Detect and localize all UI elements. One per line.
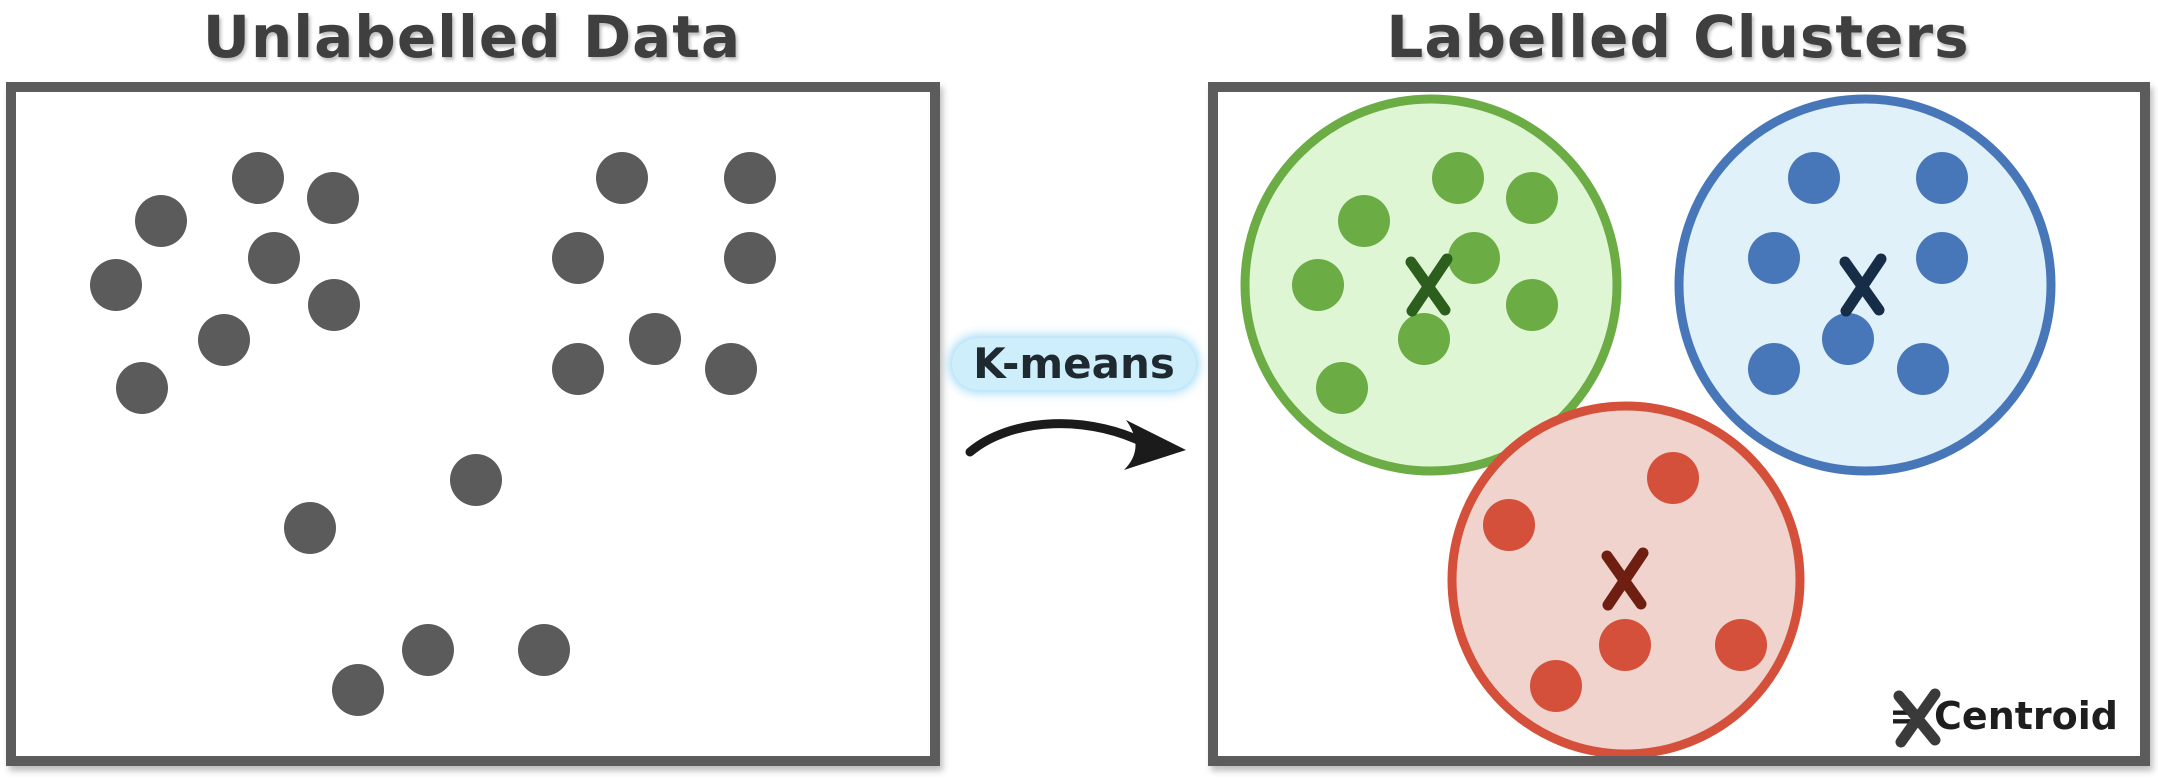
kmeans-arrow-group: K-means bbox=[940, 320, 1208, 480]
data-point-11 bbox=[552, 232, 604, 284]
cluster-red-point-2 bbox=[1483, 499, 1535, 551]
cluster-green-point-6 bbox=[1506, 279, 1558, 331]
cluster-green-point-5 bbox=[1292, 259, 1344, 311]
data-point-14 bbox=[552, 343, 604, 395]
cluster-green-point-1 bbox=[1432, 152, 1484, 204]
cluster-red-point-1 bbox=[1647, 452, 1699, 504]
data-point-17 bbox=[284, 502, 336, 554]
centroid-legend: = Centroid bbox=[1889, 686, 2118, 748]
labelled-clusters-panel: = Centroid bbox=[1208, 82, 2150, 766]
data-point-18 bbox=[402, 624, 454, 676]
centroid-x-icon bbox=[1893, 688, 1941, 748]
cluster-green-point-8 bbox=[1316, 362, 1368, 414]
cluster-red-point-3 bbox=[1599, 619, 1651, 671]
data-point-15 bbox=[705, 343, 757, 395]
cluster-blue-point-6 bbox=[1748, 343, 1800, 395]
cluster-green-centroid-icon bbox=[1405, 253, 1453, 317]
cluster-blue-point-2 bbox=[1916, 152, 1968, 204]
data-point-3 bbox=[135, 195, 187, 247]
data-point-1 bbox=[232, 152, 284, 204]
data-point-19 bbox=[518, 624, 570, 676]
title-unlabelled-data: Unlabelled Data bbox=[202, 3, 742, 71]
cluster-blue-point-1 bbox=[1788, 152, 1840, 204]
cluster-blue-centroid-icon bbox=[1839, 253, 1887, 317]
data-point-2 bbox=[307, 172, 359, 224]
data-point-7 bbox=[198, 314, 250, 366]
data-point-5 bbox=[90, 259, 142, 311]
cluster-red-point-5 bbox=[1530, 660, 1582, 712]
data-point-6 bbox=[308, 279, 360, 331]
cluster-blue-point-5 bbox=[1822, 313, 1874, 365]
data-point-20 bbox=[332, 664, 384, 716]
data-point-8 bbox=[116, 362, 168, 414]
data-point-16 bbox=[450, 454, 502, 506]
cluster-blue-point-4 bbox=[1916, 232, 1968, 284]
cluster-green-point-7 bbox=[1398, 313, 1450, 365]
cluster-red-centroid-icon bbox=[1601, 547, 1649, 611]
curved-arrow-icon bbox=[965, 419, 1186, 470]
cluster-green-point-3 bbox=[1338, 195, 1390, 247]
data-point-12 bbox=[724, 232, 776, 284]
cluster-red-point-4 bbox=[1715, 619, 1767, 671]
data-point-10 bbox=[724, 152, 776, 204]
data-point-13 bbox=[629, 313, 681, 365]
unlabelled-scatter bbox=[90, 152, 776, 716]
clusters-scatter bbox=[1240, 94, 2056, 756]
data-point-9 bbox=[596, 152, 648, 204]
kmeans-label: K-means bbox=[952, 338, 1196, 390]
unlabelled-data-panel bbox=[6, 82, 940, 766]
data-point-4 bbox=[248, 232, 300, 284]
cluster-green-point-2 bbox=[1506, 172, 1558, 224]
title-labelled-clusters: Labelled Clusters bbox=[1386, 3, 1970, 71]
cluster-blue-point-7 bbox=[1897, 343, 1949, 395]
cluster-blue-point-3 bbox=[1748, 232, 1800, 284]
cluster-green-point-4 bbox=[1448, 232, 1500, 284]
